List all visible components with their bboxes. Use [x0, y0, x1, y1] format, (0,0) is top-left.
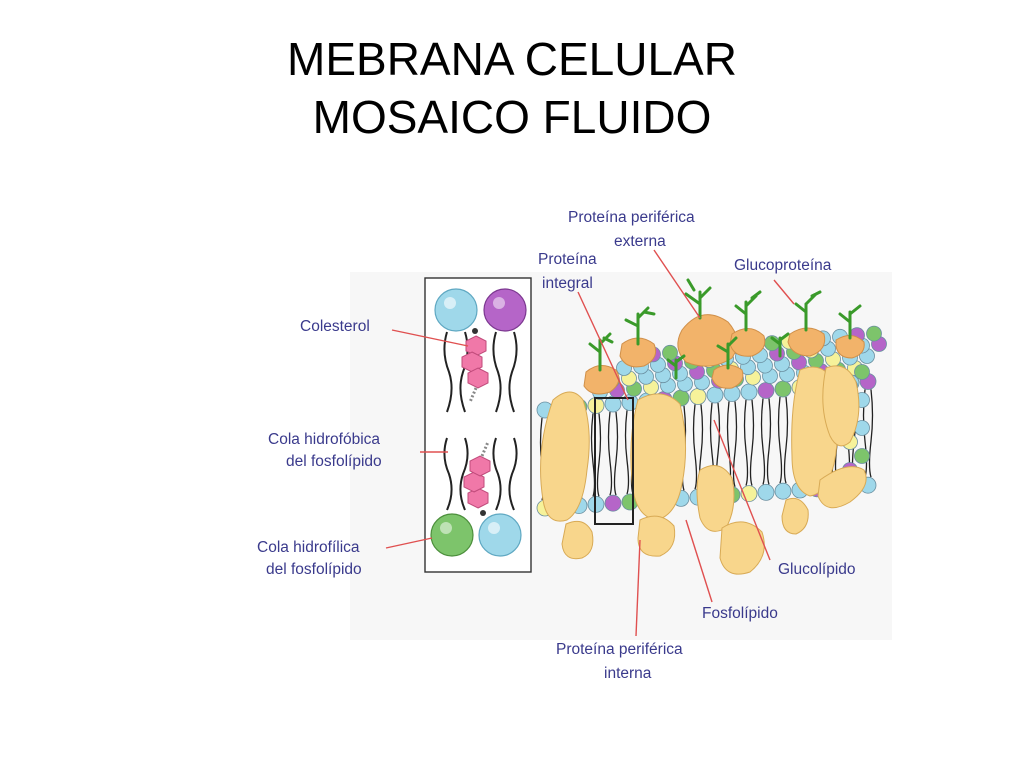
pointer-colesterol — [391, 329, 469, 347]
lipid-head — [774, 482, 792, 500]
glycoprotein-base-4 — [787, 327, 826, 357]
inset-cholesterol — [461, 328, 491, 516]
slide-title: MEBRANA CELULAR MOSAICO FLUIDO — [0, 30, 1024, 146]
internal-protein-2 — [637, 515, 676, 557]
label-colesterol: Colesterol — [300, 318, 370, 335]
glycan-chains — [588, 278, 862, 380]
pointer-lines — [385, 249, 795, 637]
inset-head-blue-top — [434, 288, 478, 332]
pointer-glucoproteina — [773, 279, 795, 305]
lipid-head — [706, 386, 724, 404]
lipid-head — [866, 325, 882, 342]
peripheral-protein-external — [677, 314, 738, 367]
lipid-tail — [760, 398, 772, 485]
label-cola-hidrofilica-2: del fosfolípido — [266, 561, 362, 578]
glycoprotein-base-3 — [729, 328, 766, 357]
label-glucolipido: Glucolípido — [778, 561, 856, 578]
glycoprotein-base-5 — [835, 335, 865, 359]
lipid-tail — [743, 399, 755, 486]
label-cola-hidrofobica-2: del fosfolípido — [286, 453, 382, 470]
pointer-fosfolipido — [685, 519, 713, 603]
label-fosfolipido: Fosfolípido — [702, 605, 778, 622]
pointer-glucolipido — [713, 419, 771, 561]
title-line-1: MEBRANA CELULAR — [287, 33, 737, 85]
integral-protein-5 — [817, 466, 867, 509]
label-proteina-periferica-interna-2: interna — [604, 665, 652, 682]
integral-protein-2 — [630, 393, 687, 521]
external-proteins — [583, 314, 865, 395]
zoom-region-box — [594, 397, 634, 525]
label-proteina-integral-2: integral — [542, 275, 593, 292]
lipid-head — [757, 382, 775, 399]
lipid-head — [689, 388, 707, 405]
lipid-tail — [607, 411, 619, 496]
lipid-tail — [777, 396, 789, 484]
diagram-labels: Colesterol Cola hidrofóbica del fosfolíp… — [257, 209, 856, 682]
internal-protein-1 — [561, 520, 594, 560]
lipid-head — [854, 364, 870, 380]
label-proteina-integral-1: Proteína — [538, 251, 597, 268]
membrane-bilayer — [536, 278, 887, 575]
lipid-head — [757, 483, 775, 501]
integral-proteins — [540, 365, 867, 522]
pointer-proteina-integral — [577, 291, 629, 401]
inset-head-blue-bottom — [478, 513, 522, 557]
inset-head-purple-top — [483, 288, 527, 332]
lipid-head — [604, 494, 622, 512]
title-line-2: MOSAICO FLUIDO — [312, 91, 712, 143]
internal-protein-3 — [696, 465, 735, 532]
lipid-head — [774, 380, 792, 398]
label-proteina-periferica-externa-1: Proteína periférica — [568, 209, 695, 226]
label-proteina-periferica-interna-1: Proteína periférica — [556, 641, 683, 658]
integral-protein-4 — [822, 365, 860, 447]
label-cola-hidrofilica-1: Cola hidrofílica — [257, 539, 360, 556]
pointer-proteina-periferica-externa — [653, 249, 701, 319]
lipid-head — [662, 344, 678, 361]
pointer-proteina-periferica-interna — [635, 539, 641, 637]
internal-protein-4 — [719, 521, 765, 575]
inset-tails — [443, 331, 518, 511]
inset-panel — [424, 277, 532, 573]
lipid-head — [854, 448, 870, 464]
pointer-cola-hidrofilica — [385, 537, 433, 549]
lipid-head — [740, 383, 758, 401]
internal-protein-5 — [781, 497, 809, 535]
label-cola-hidrofobica-1: Cola hidrofóbica — [268, 431, 380, 448]
inset-head-green-bottom — [430, 513, 474, 557]
integral-protein-1 — [540, 391, 590, 522]
internal-proteins — [561, 465, 809, 575]
label-proteina-periferica-externa-2: externa — [614, 233, 666, 250]
label-glucoproteina: Glucoproteína — [734, 257, 832, 274]
